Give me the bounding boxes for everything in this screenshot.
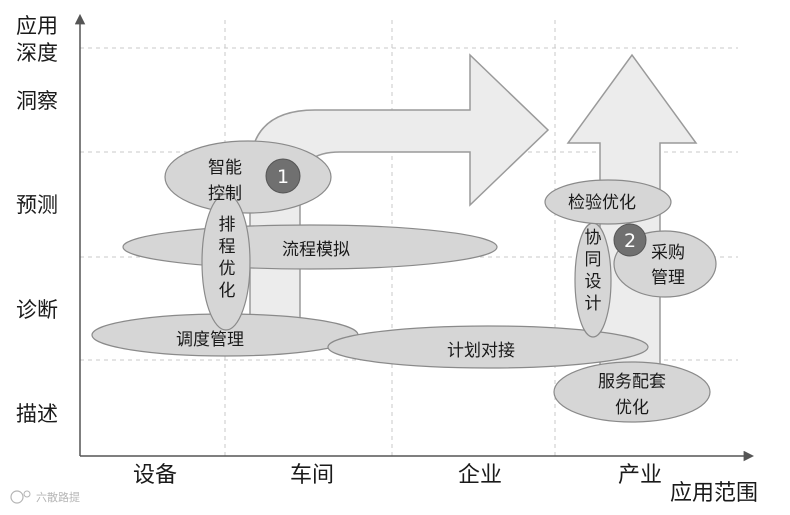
label-process-sim: 流程模拟 — [282, 240, 350, 260]
label-service-opt-line-1: 服务配套 — [598, 372, 666, 392]
label-purchase-mgmt-line-2: 管理 — [651, 268, 685, 288]
marker-1-circle — [265, 158, 301, 194]
y-level-predict: 预测 — [16, 193, 58, 217]
label-collab-design-4: 计 — [585, 294, 602, 314]
marker-2-circle — [613, 223, 647, 257]
watermark: 六散路提 — [10, 490, 80, 504]
marker-2-label: 2 — [624, 230, 636, 252]
watermark-icon — [10, 490, 24, 504]
y-level-diagnose: 诊断 — [16, 298, 58, 322]
ellipse-plan-link — [327, 325, 649, 369]
x-category-enterprise: 企业 — [458, 463, 502, 488]
label-smart-control-line-2: 控制 — [208, 184, 242, 204]
x-category-equipment: 设备 — [133, 463, 177, 488]
label-schedule-opt-2: 程 — [219, 237, 236, 257]
x-axis-title: 应用范围 — [670, 481, 758, 506]
label-collab-design-1: 协 — [585, 228, 602, 248]
watermark-text: 六散路提 — [36, 490, 80, 504]
y-level-describe: 描述 — [16, 402, 58, 426]
label-smart-control-line-1: 智能 — [208, 158, 242, 178]
y-axis-title-line-1: 应用 — [16, 14, 58, 38]
ellipse-service-opt — [553, 361, 711, 423]
ellipses — [91, 140, 717, 423]
label-schedule-opt-1: 排 — [219, 215, 236, 235]
label-service-opt-line-2: 优化 — [615, 398, 649, 418]
label-collab-design-2: 同 — [585, 250, 602, 270]
label-schedule-opt-3: 优 — [219, 259, 236, 279]
label-dispatch-mgmt: 调度管理 — [176, 330, 244, 350]
y-level-insight: 洞察 — [16, 89, 58, 113]
label-schedule-opt-4: 化 — [219, 281, 236, 301]
x-category-industry: 产业 — [618, 463, 662, 488]
label-collab-design-3: 设 — [585, 272, 602, 292]
label-purchase-mgmt-line-1: 采购 — [651, 243, 685, 263]
y-axis-title-line-2: 深度 — [16, 41, 58, 65]
label-inspection-opt: 检验优化 — [568, 193, 636, 213]
watermark-icon-dot — [23, 490, 31, 498]
ellipse-inspection-opt — [544, 179, 672, 225]
ellipse-smart-control — [164, 140, 332, 214]
label-plan-link: 计划对接 — [447, 341, 515, 361]
ellipse-schedule-opt — [201, 193, 251, 331]
x-category-workshop: 车间 — [290, 463, 334, 488]
marker-1-label: 1 — [277, 166, 289, 188]
